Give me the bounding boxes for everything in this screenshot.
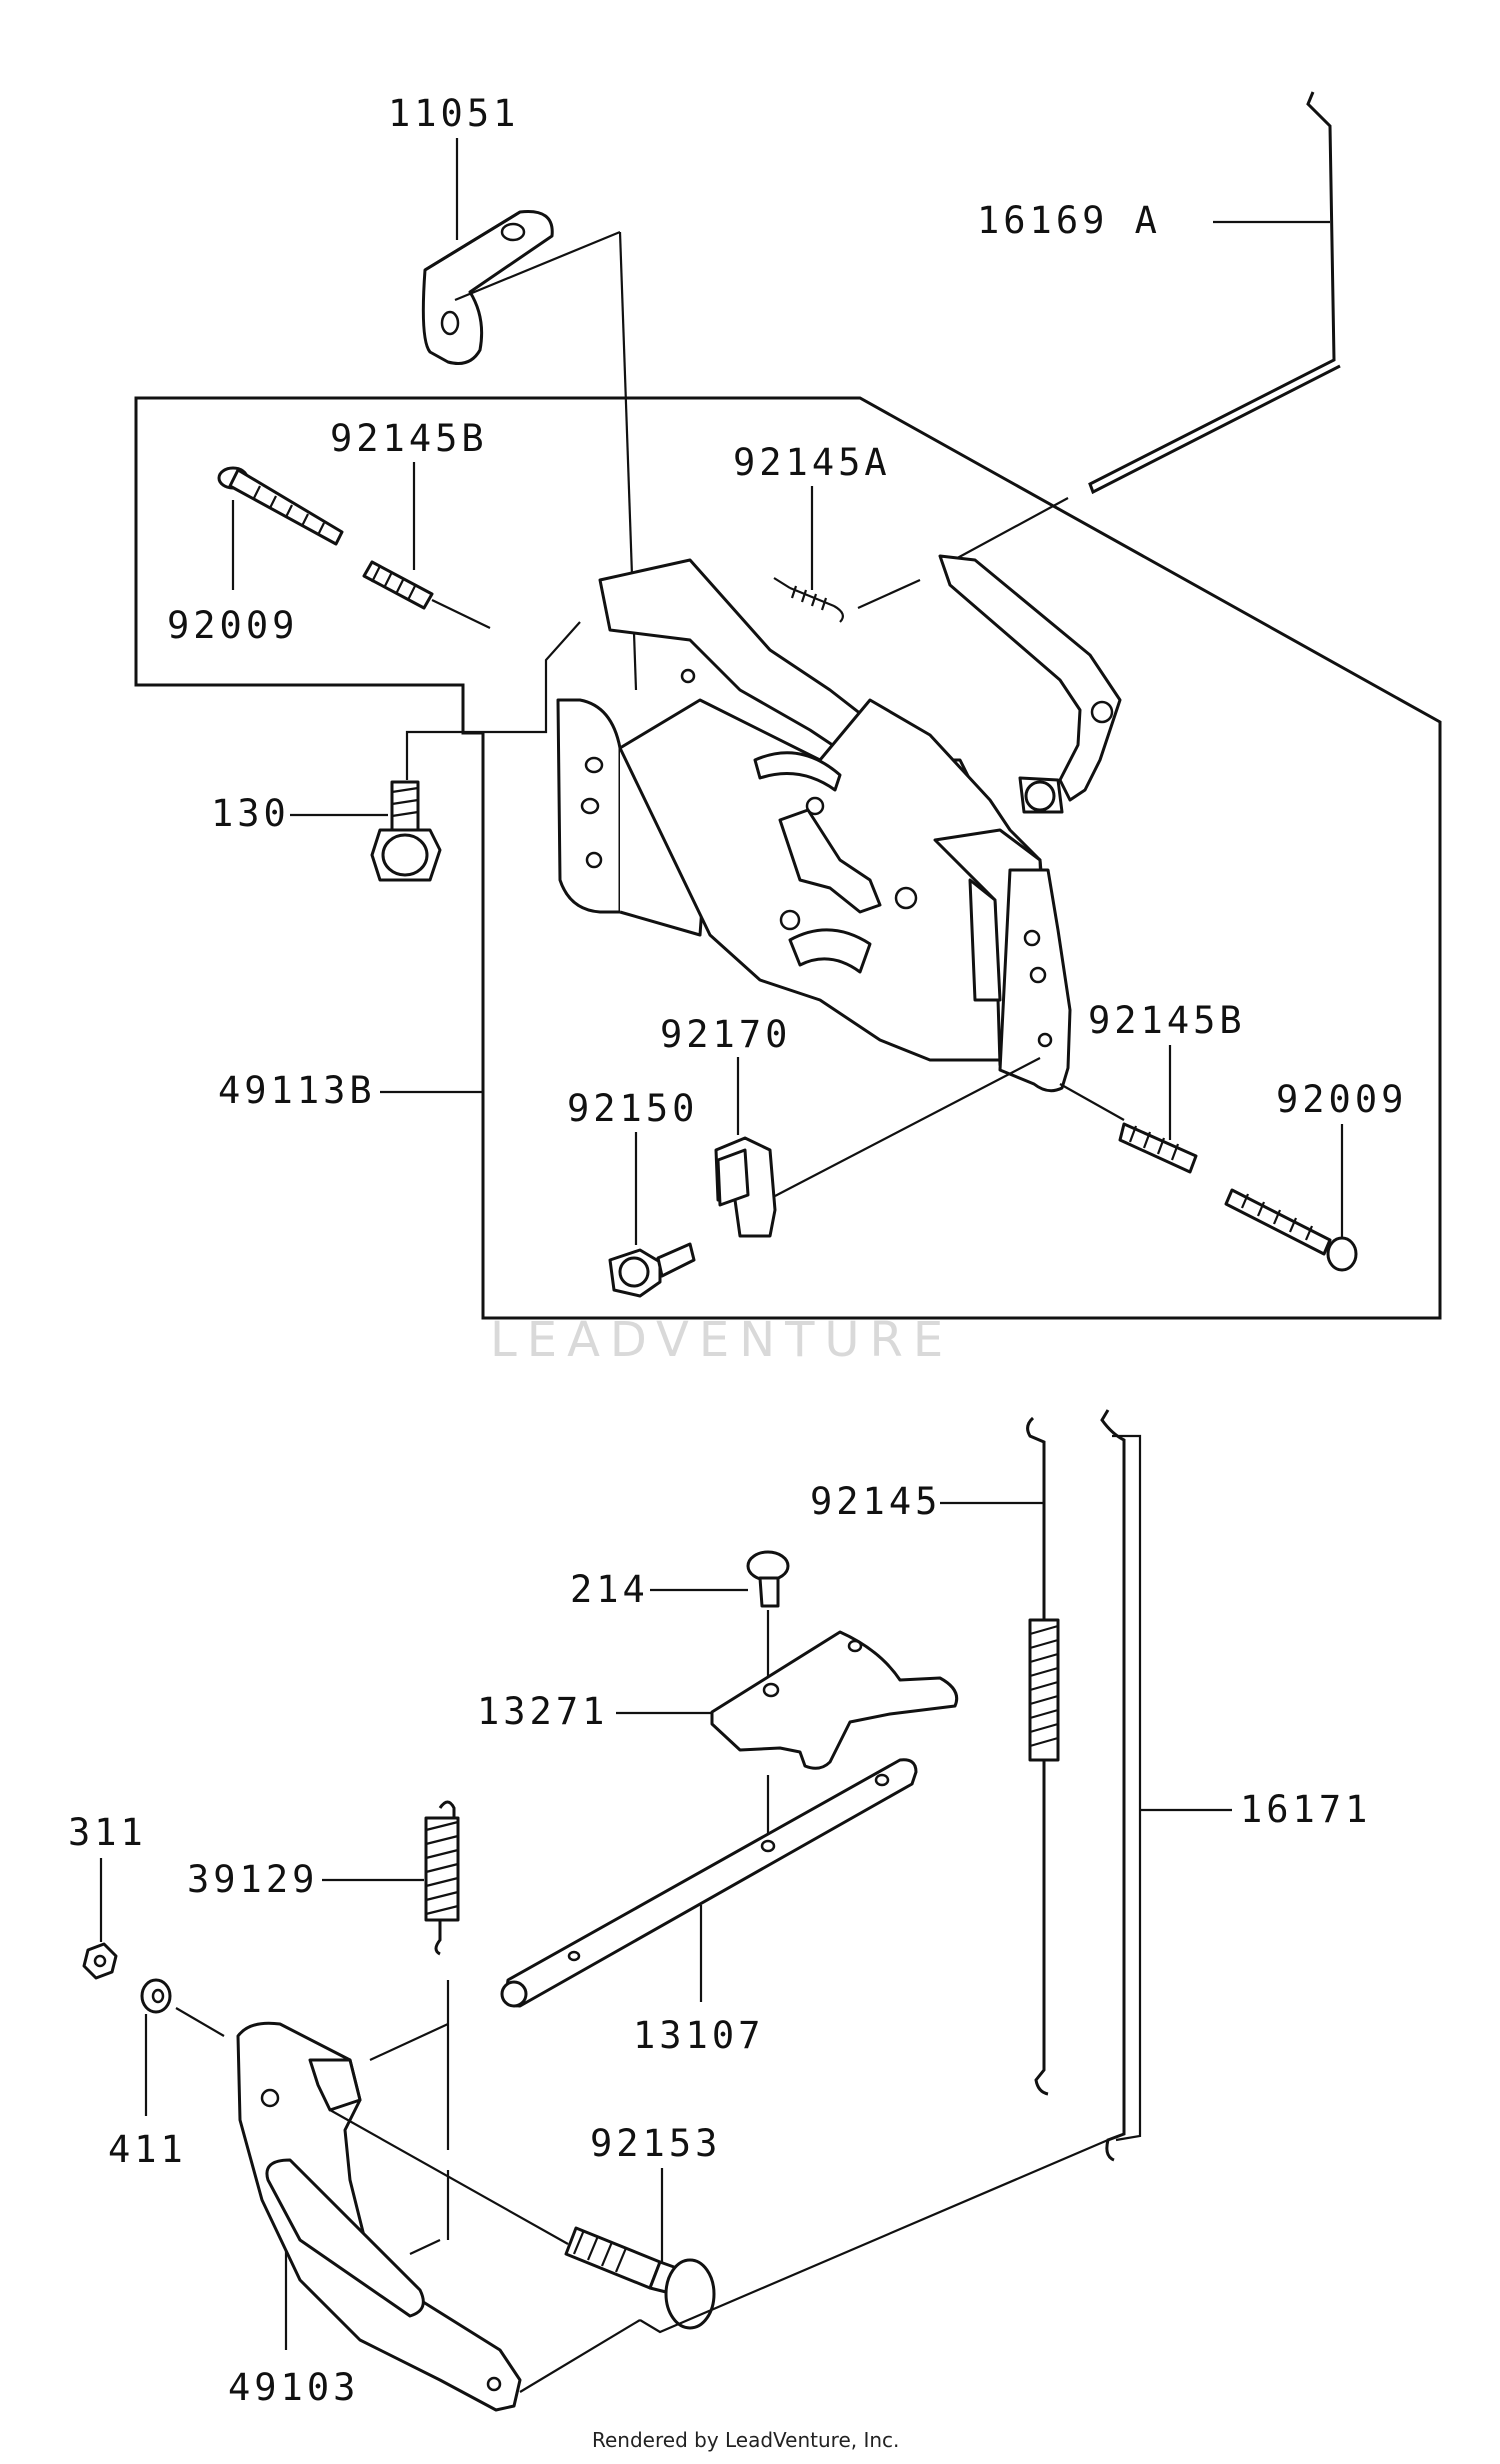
- leader-130-ref: [405, 621, 581, 780]
- part-92009-screw-top: [217, 466, 344, 546]
- label-92150: 92150: [567, 1087, 698, 1130]
- part-92170-clip: [714, 1057, 1041, 1238]
- label-16171: 16171: [1240, 1788, 1371, 1831]
- part-92145a-spring: [773, 497, 1069, 623]
- part-11051-bracket: [421, 210, 638, 691]
- part-13107-shaft: [500, 1758, 918, 2008]
- credit-text: Rendered by LeadVenture, Inc.: [592, 2428, 899, 2452]
- part-411-washer: [140, 1978, 225, 2037]
- label-11051: 11051: [388, 92, 519, 135]
- label-411: 411: [108, 2128, 187, 2171]
- part-49103-lever: [236, 2021, 641, 2412]
- label-92145a: 92145A: [733, 441, 891, 484]
- part-49113b-control-plate: [556, 554, 1122, 1093]
- part-16171-rod: [1100, 1409, 1126, 2162]
- label-16169a: 16169 A: [977, 199, 1161, 242]
- label-214: 214: [570, 1568, 649, 1611]
- label-92145b-top: 92145B: [330, 417, 488, 460]
- part-130-bolt: [370, 780, 442, 882]
- label-92145b-right: 92145B: [1088, 999, 1246, 1042]
- label-39129: 39129: [187, 1858, 318, 1901]
- watermark: LEADVENTURE: [490, 1312, 953, 1368]
- part-92145b-spring-top: [362, 560, 491, 629]
- label-92145: 92145: [810, 1480, 941, 1523]
- label-311: 311: [68, 1811, 147, 1854]
- part-16169a-rod: [1088, 91, 1341, 495]
- label-13271: 13271: [477, 1690, 608, 1733]
- label-92170: 92170: [660, 1013, 791, 1056]
- bracket-16171: [1112, 1434, 1142, 2142]
- part-92145b-spring-right: [1059, 1083, 1198, 1174]
- part-92153-bolt: [564, 2226, 716, 2330]
- part-214-screw: [746, 1550, 790, 1690]
- label-49103: 49103: [228, 2366, 359, 2409]
- part-13271-plate: [710, 1630, 959, 1846]
- label-13107: 13107: [633, 2014, 764, 2057]
- label-92009-right: 92009: [1276, 1078, 1407, 1121]
- connector-lower: [639, 2138, 1109, 2334]
- label-130: 130: [211, 792, 290, 835]
- part-92145-spring-rod: [1026, 1416, 1060, 2096]
- group-outline-49113b: [134, 396, 1442, 1320]
- part-92009-screw-right: [1224, 1188, 1358, 1272]
- part-39129-spring: [424, 1800, 460, 2240]
- part-311-nut: [82, 1942, 118, 1980]
- label-92009-top: 92009: [167, 604, 298, 647]
- label-92153: 92153: [590, 2122, 721, 2165]
- part-92150-bolt: [608, 1242, 696, 1298]
- label-49113b: 49113B: [218, 1069, 376, 1112]
